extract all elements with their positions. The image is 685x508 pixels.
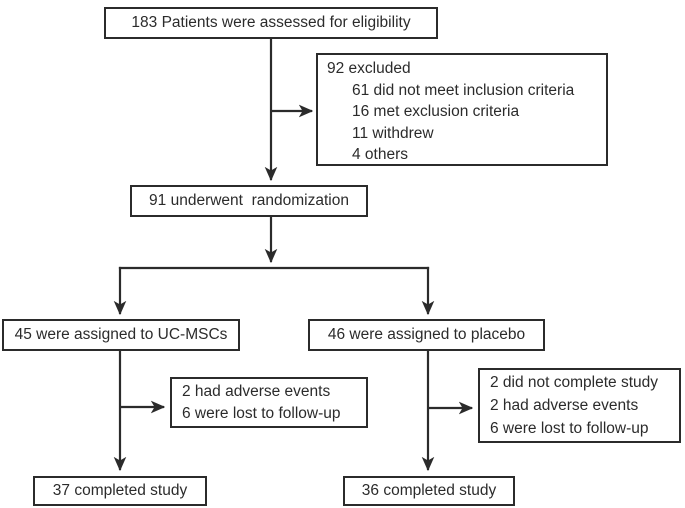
node-arm-ucmsc-label: 45 were assigned to UC-MSCs — [14, 326, 228, 343]
node-arm-ucmsc: 45 were assigned to UC-MSCs — [2, 319, 240, 351]
node-completed-placebo: 36 completed study — [343, 476, 515, 506]
node-excluded: 92 excluded 61 did not meet inclusion cr… — [316, 53, 608, 166]
node-randomized-label: 91 underwent randomization — [149, 192, 349, 209]
node-arm-placebo: 46 were assigned to placebo — [308, 319, 545, 351]
node-arm-placebo-label: 46 were assigned to placebo — [327, 326, 526, 343]
node-completed-ucmsc-label: 37 completed study — [52, 482, 188, 499]
node-dropout-placebo-line: 6 were lost to follow-up — [490, 420, 649, 437]
node-excluded-title: 92 excluded — [327, 60, 411, 77]
node-dropout-ucmsc-line: 6 were lost to follow-up — [182, 404, 341, 422]
node-excluded-item: 11 withdrew — [352, 124, 434, 142]
node-assessed: 183 Patients were assessed for eligibili… — [104, 7, 438, 39]
node-excluded-item: 4 others — [352, 146, 409, 163]
node-dropout-ucmsc: 2 had adverse events 6 were lost to foll… — [170, 377, 368, 428]
node-completed-placebo-label: 36 completed study — [361, 482, 497, 499]
node-dropout-ucmsc-line: 2 had adverse events — [182, 382, 331, 400]
node-dropout-placebo-line: 2 did not complete study — [490, 374, 659, 391]
node-excluded-item: 61 did not meet inclusion criteria — [352, 81, 575, 99]
node-excluded-item: 16 met exclusion criteria — [352, 103, 520, 120]
node-dropout-placebo-line: 2 had adverse events — [490, 397, 639, 414]
node-assessed-label: 183 Patients were assessed for eligibili… — [131, 14, 411, 31]
node-randomized: 91 underwent randomization — [130, 185, 368, 217]
node-dropout-placebo: 2 did not complete study 2 had adverse e… — [478, 368, 681, 443]
node-completed-ucmsc: 37 completed study — [33, 476, 207, 506]
